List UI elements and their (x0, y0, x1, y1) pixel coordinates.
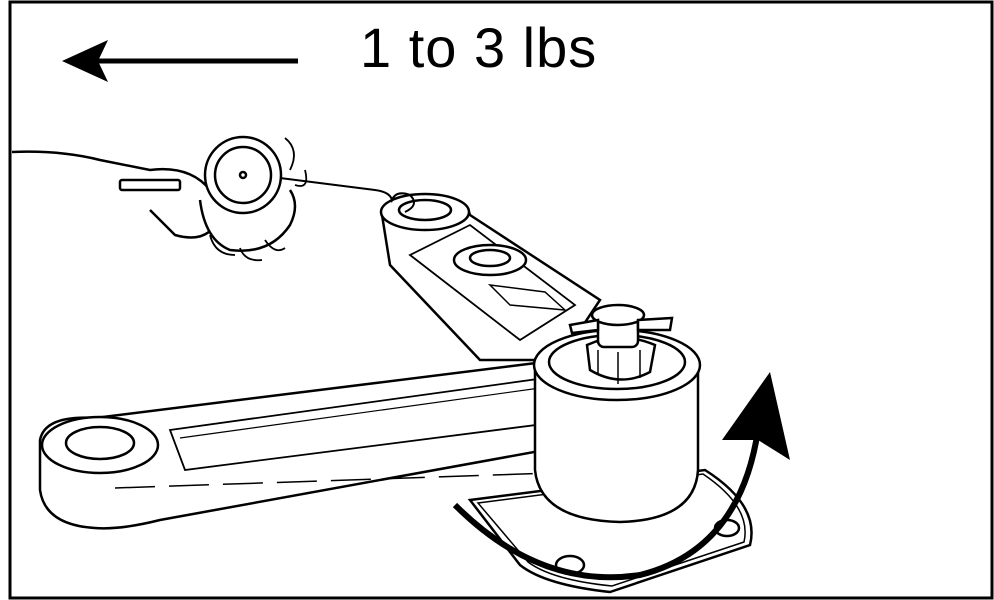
rotation-arrow-head (722, 372, 790, 460)
force-caption: 1 to 3 lbs (360, 16, 598, 79)
spring-scale (11, 135, 415, 262)
illustration-border (8, 0, 994, 600)
rotation-arrow (452, 429, 761, 581)
idler-arm-upper (379, 192, 602, 362)
pull-direction-arrow (62, 40, 298, 82)
pivot-housing (532, 303, 702, 524)
